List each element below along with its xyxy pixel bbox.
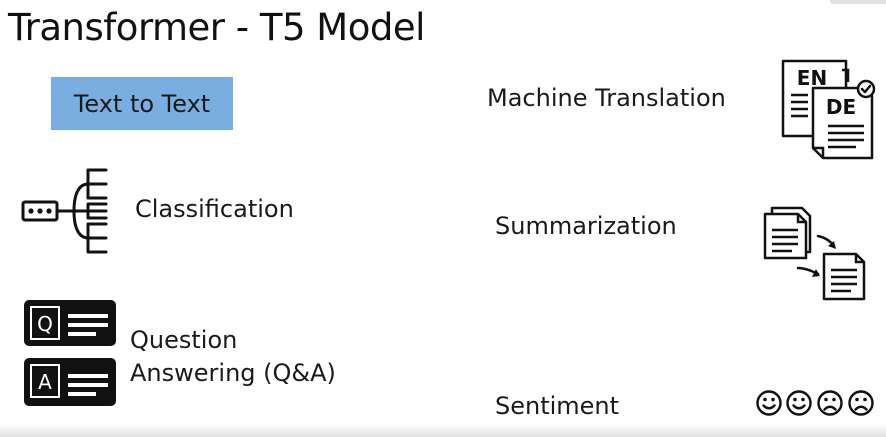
bottom-edge-shadow <box>0 423 886 437</box>
question-answer-icon: Q A <box>24 300 116 406</box>
classification-label: Classification <box>135 195 294 223</box>
slide-title: Transformer - T5 Model <box>8 6 425 49</box>
window-corner-tab <box>830 0 886 4</box>
summarize-documents-icon <box>763 206 866 301</box>
target-language-code: DE <box>826 95 856 119</box>
qa-label-line1: Question <box>130 326 238 354</box>
source-language-code: EN <box>797 66 827 90</box>
text-to-text-badge: Text to Text <box>51 77 233 130</box>
translate-documents-icon: EN DE <box>781 59 876 160</box>
sentiment-label: Sentiment <box>495 392 620 420</box>
summarization-label: Summarization <box>495 212 677 240</box>
machine-translation-label: Machine Translation <box>487 84 726 112</box>
q-letter: Q <box>37 312 53 336</box>
badge-label: Text to Text <box>73 89 211 118</box>
a-letter: A <box>38 370 52 394</box>
tree-branch-icon <box>21 168 108 254</box>
qa-label-line2: Answering (Q&A) <box>130 359 336 387</box>
emoji-faces-icon <box>756 390 874 416</box>
